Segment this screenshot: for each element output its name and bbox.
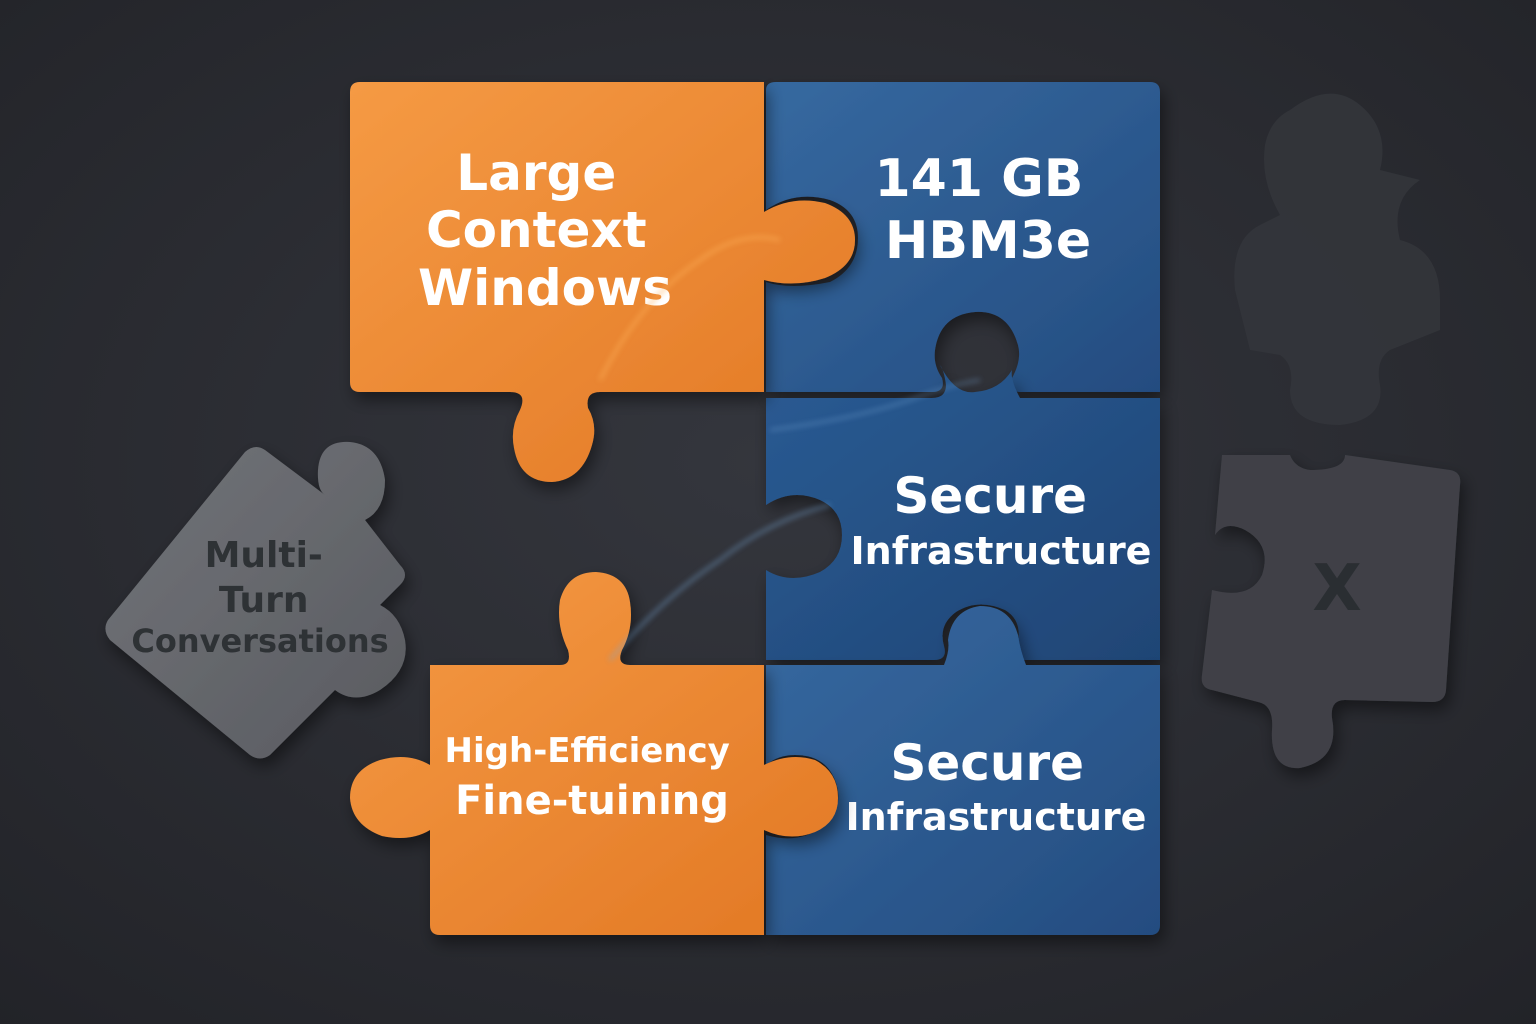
large-context-line-3: Windows (418, 259, 672, 317)
secure-bottom-piece-shape (766, 606, 1160, 935)
secure-top-label: Secure Infrastructure (851, 467, 1152, 573)
secure-bottom-line-1: Secure (890, 734, 1084, 792)
multi-turn-line-2: Turn (219, 580, 309, 621)
fine-tuning-line-2: Fine-tuining (455, 778, 729, 824)
large-context-line-1: Large (456, 144, 616, 202)
large-context-label: Large Context Windows (418, 144, 672, 317)
multi-turn-piece-shape (105, 441, 406, 759)
fine-tuning-piece-shape (350, 572, 838, 935)
shadow-piece-shape (1234, 93, 1440, 426)
hbm-puzzle-piece: 141 GB HBM3e (766, 82, 1160, 392)
secure-top-line-1: Secure (893, 467, 1087, 525)
x-puzzle-piece: X (1201, 455, 1461, 769)
multi-turn-line-3: Conversations (131, 622, 388, 660)
hbm-line-1: 141 GB (874, 149, 1083, 209)
large-context-puzzle-piece: Large Context Windows (350, 82, 855, 482)
hbm-line-2: HBM3e (885, 211, 1091, 271)
fine-tuning-line-1: High-Efficiency (445, 731, 730, 771)
secure-bottom-label: Secure Infrastructure (846, 734, 1147, 839)
x-piece-shape (1201, 455, 1461, 769)
x-piece-label: X (1312, 552, 1361, 626)
secure-top-line-2: Infrastructure (851, 529, 1152, 573)
glow-streak-right (769, 379, 981, 431)
glow-streaks (598, 236, 981, 661)
secure-bottom-puzzle-piece: Secure Infrastructure (766, 606, 1160, 935)
secure-top-piece-shape (766, 365, 1160, 660)
large-context-line-2: Context (426, 201, 647, 259)
fine-tuning-puzzle-piece: High-Efficiency Fine-tuining (350, 572, 838, 935)
hbm-piece-shape (766, 82, 1160, 392)
secure-bottom-line-2: Infrastructure (846, 795, 1147, 839)
multi-turn-puzzle-piece: Multi- Turn Conversations (105, 441, 406, 759)
glow-streak-middle (609, 504, 831, 661)
fine-tuning-label: High-Efficiency Fine-tuining (445, 731, 736, 824)
shadow-puzzle-piece (1234, 93, 1440, 426)
large-context-piece-shape (350, 82, 855, 482)
multi-turn-label: Multi- Turn Conversations (131, 535, 388, 660)
multi-turn-line-1: Multi- (205, 535, 323, 576)
secure-top-puzzle-piece: Secure Infrastructure (766, 365, 1160, 660)
hbm-label: 141 GB HBM3e (874, 149, 1101, 271)
glow-streak-top (598, 236, 781, 381)
